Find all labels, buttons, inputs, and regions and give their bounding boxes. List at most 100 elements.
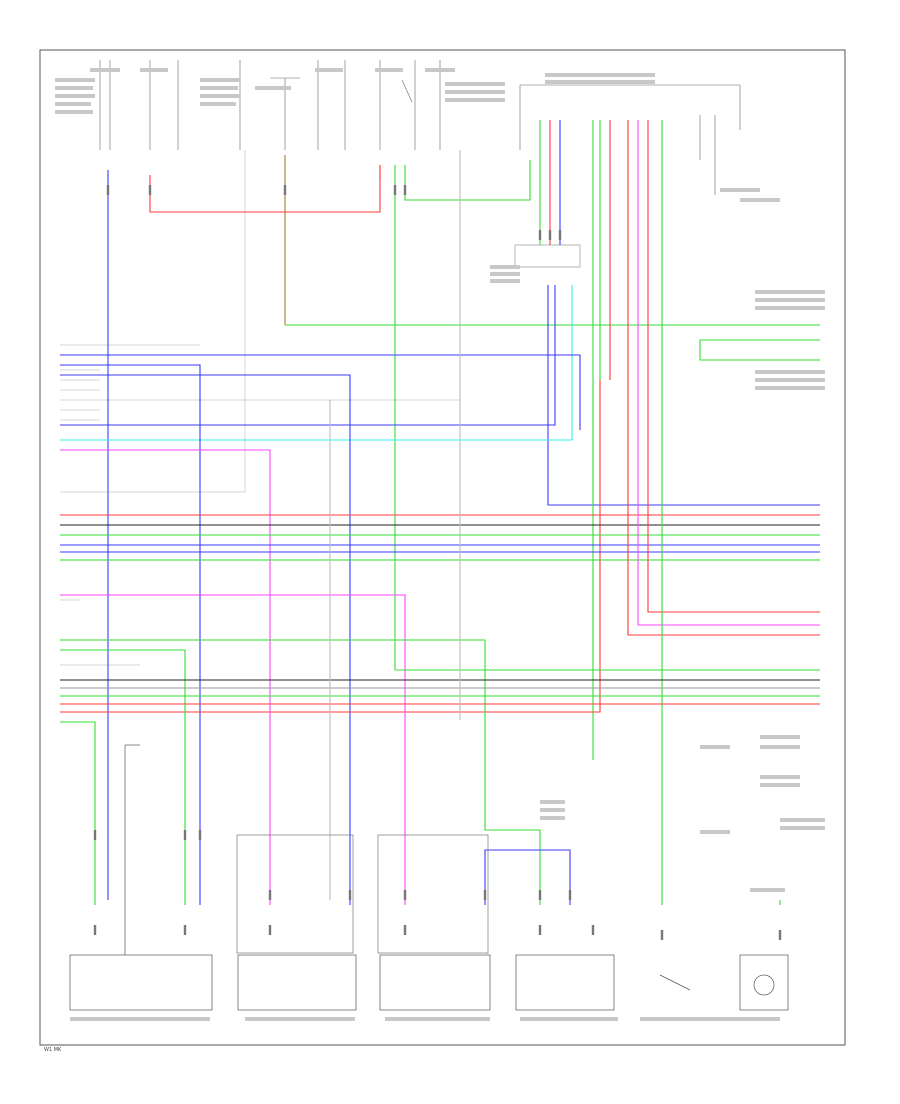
- top-components: [99, 60, 741, 268]
- illegible-label-39: [540, 800, 565, 804]
- wire-green-41: [60, 721, 96, 905]
- illegible-label-42: [750, 888, 785, 892]
- illegible-label-47: [640, 1017, 780, 1021]
- illegible-label-21: [740, 198, 780, 202]
- wire-blue-19: [60, 374, 351, 905]
- courtesy-lamp-assembly: [739, 954, 789, 1011]
- right-rear-seat-assembly: [379, 954, 491, 1011]
- wire-cyan-16: [60, 285, 573, 441]
- wire-blue-14: [547, 285, 820, 506]
- illegible-labels: [55, 68, 825, 1021]
- bottom-components: [69, 744, 789, 1011]
- wire-layer: [60, 120, 820, 905]
- illegible-label-5: [90, 68, 120, 72]
- wire-green-4: [699, 340, 820, 361]
- wire-red-21: [60, 380, 601, 713]
- illegible-label-9: [200, 94, 240, 98]
- wire-pink-31: [637, 120, 820, 626]
- illegible-label-0: [55, 78, 95, 82]
- illegible-label-13: [375, 68, 403, 72]
- illegible-label-1: [55, 86, 93, 90]
- illegible-label-33: [760, 775, 800, 779]
- illegible-label-38: [700, 830, 730, 834]
- wire-red-30: [627, 120, 820, 636]
- illegible-label-26: [755, 378, 825, 382]
- connector-tick-13: [403, 890, 407, 900]
- connector-tick-21: [268, 925, 272, 935]
- ground-bracket: [236, 834, 354, 954]
- illegible-label-35: [780, 818, 825, 822]
- connector-tick-18: [778, 930, 782, 940]
- wire-red-1: [149, 165, 381, 213]
- connector-tick-15: [538, 890, 542, 900]
- wire-blue-18: [60, 364, 201, 905]
- diagram-frame: [39, 49, 846, 1046]
- connector-ticks: [93, 185, 782, 940]
- illegible-label-25: [755, 370, 825, 374]
- connector-tick-11: [268, 890, 272, 900]
- illegible-label-29: [490, 272, 520, 276]
- connector-tick-16: [568, 890, 572, 900]
- illegible-label-27: [755, 386, 825, 390]
- illegible-label-32: [760, 745, 800, 749]
- connector-tick-24: [591, 925, 595, 935]
- illegible-label-6: [140, 68, 168, 72]
- wire-blue-42: [484, 849, 571, 905]
- illegible-label-4: [55, 110, 93, 114]
- wire-green-35: [60, 649, 186, 905]
- illegible-label-23: [755, 298, 825, 302]
- illegible-label-8: [200, 86, 238, 90]
- illegible-label-45: [385, 1017, 490, 1021]
- wire-pink-22: [60, 449, 271, 905]
- illegible-label-24: [755, 306, 825, 310]
- wire-pink-29: [60, 594, 406, 905]
- connector-tick-22: [403, 925, 407, 935]
- connector-tick-7: [558, 230, 562, 240]
- connector-tick-8: [93, 830, 97, 840]
- door-switch-icon: [659, 974, 691, 991]
- right-front-seat-assembly: [515, 954, 615, 1011]
- illegible-label-10: [200, 102, 236, 106]
- left-front-seat-assembly: [69, 954, 213, 1011]
- illegible-label-34: [760, 783, 800, 787]
- illegible-label-30: [490, 279, 520, 283]
- connector-tick-23: [538, 925, 542, 935]
- illegible-label-28: [490, 265, 520, 269]
- illegible-label-18: [545, 73, 655, 77]
- connector-tick-6: [548, 230, 552, 240]
- illegible-label-22: [755, 290, 825, 294]
- illegible-label-11: [255, 86, 291, 90]
- ground-bracket-2: [377, 834, 489, 954]
- left-pin-stubs: [60, 150, 460, 666]
- lamp-bulb-icon: [753, 974, 775, 996]
- wire-green-8: [404, 160, 531, 201]
- illegible-label-44: [245, 1017, 355, 1021]
- connector-tick-1: [148, 185, 152, 195]
- connector-tick-9: [183, 830, 187, 840]
- connector-tick-2: [283, 185, 287, 195]
- wire-blue-17: [60, 354, 581, 430]
- illegible-label-16: [445, 90, 505, 94]
- wire-blue-15: [60, 285, 556, 426]
- connector-tick-4: [403, 185, 407, 195]
- left-rear-seat-assembly: [237, 954, 357, 1011]
- connector-tick-20: [183, 925, 187, 935]
- illegible-label-41: [540, 816, 565, 820]
- illegible-label-15: [445, 82, 505, 86]
- connector-tick-17: [660, 930, 664, 940]
- wire-red-32: [647, 120, 820, 613]
- illegible-label-20: [720, 188, 760, 192]
- wire-green-34: [60, 639, 541, 905]
- illegible-label-17: [445, 98, 505, 102]
- connector-tick-14: [483, 890, 487, 900]
- connector-tick-5: [538, 230, 542, 240]
- illegible-label-40: [540, 808, 565, 812]
- connector-tick-10: [198, 830, 202, 840]
- connector-tick-0: [106, 185, 110, 195]
- connector-tick-3: [393, 185, 397, 195]
- illegible-label-46: [520, 1017, 618, 1021]
- illegible-label-14: [425, 68, 455, 72]
- connector-tick-12: [348, 890, 352, 900]
- illegible-label-2: [55, 94, 95, 98]
